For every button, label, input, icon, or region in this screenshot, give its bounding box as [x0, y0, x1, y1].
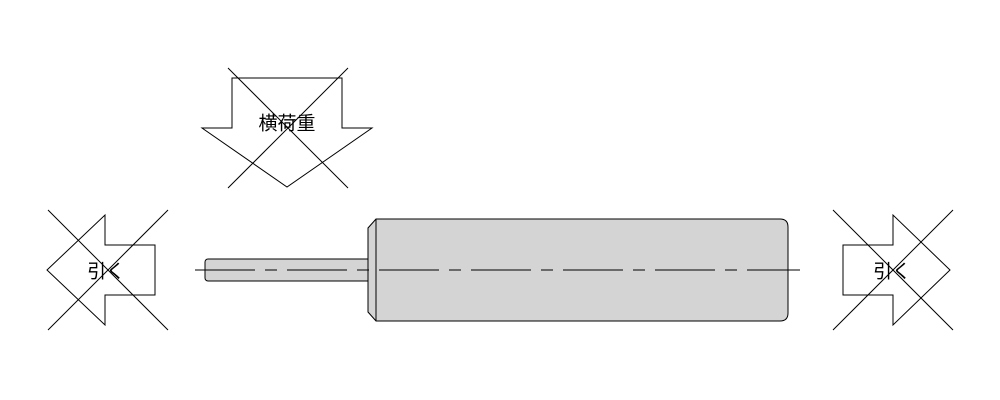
pull-left-cross-line-2 [47, 209, 169, 331]
pull-right-label: 引く [872, 260, 912, 283]
side-load-label: 横荷重 [258, 112, 316, 135]
pull-left-arrow [46, 209, 169, 331]
side-load-arrow [200, 67, 374, 189]
pull-right-cross-line-2 [832, 209, 954, 331]
side-load-cross-line-2 [227, 67, 349, 189]
pull-left-label: 引く [86, 260, 126, 283]
pull-right-arrow [832, 209, 954, 331]
